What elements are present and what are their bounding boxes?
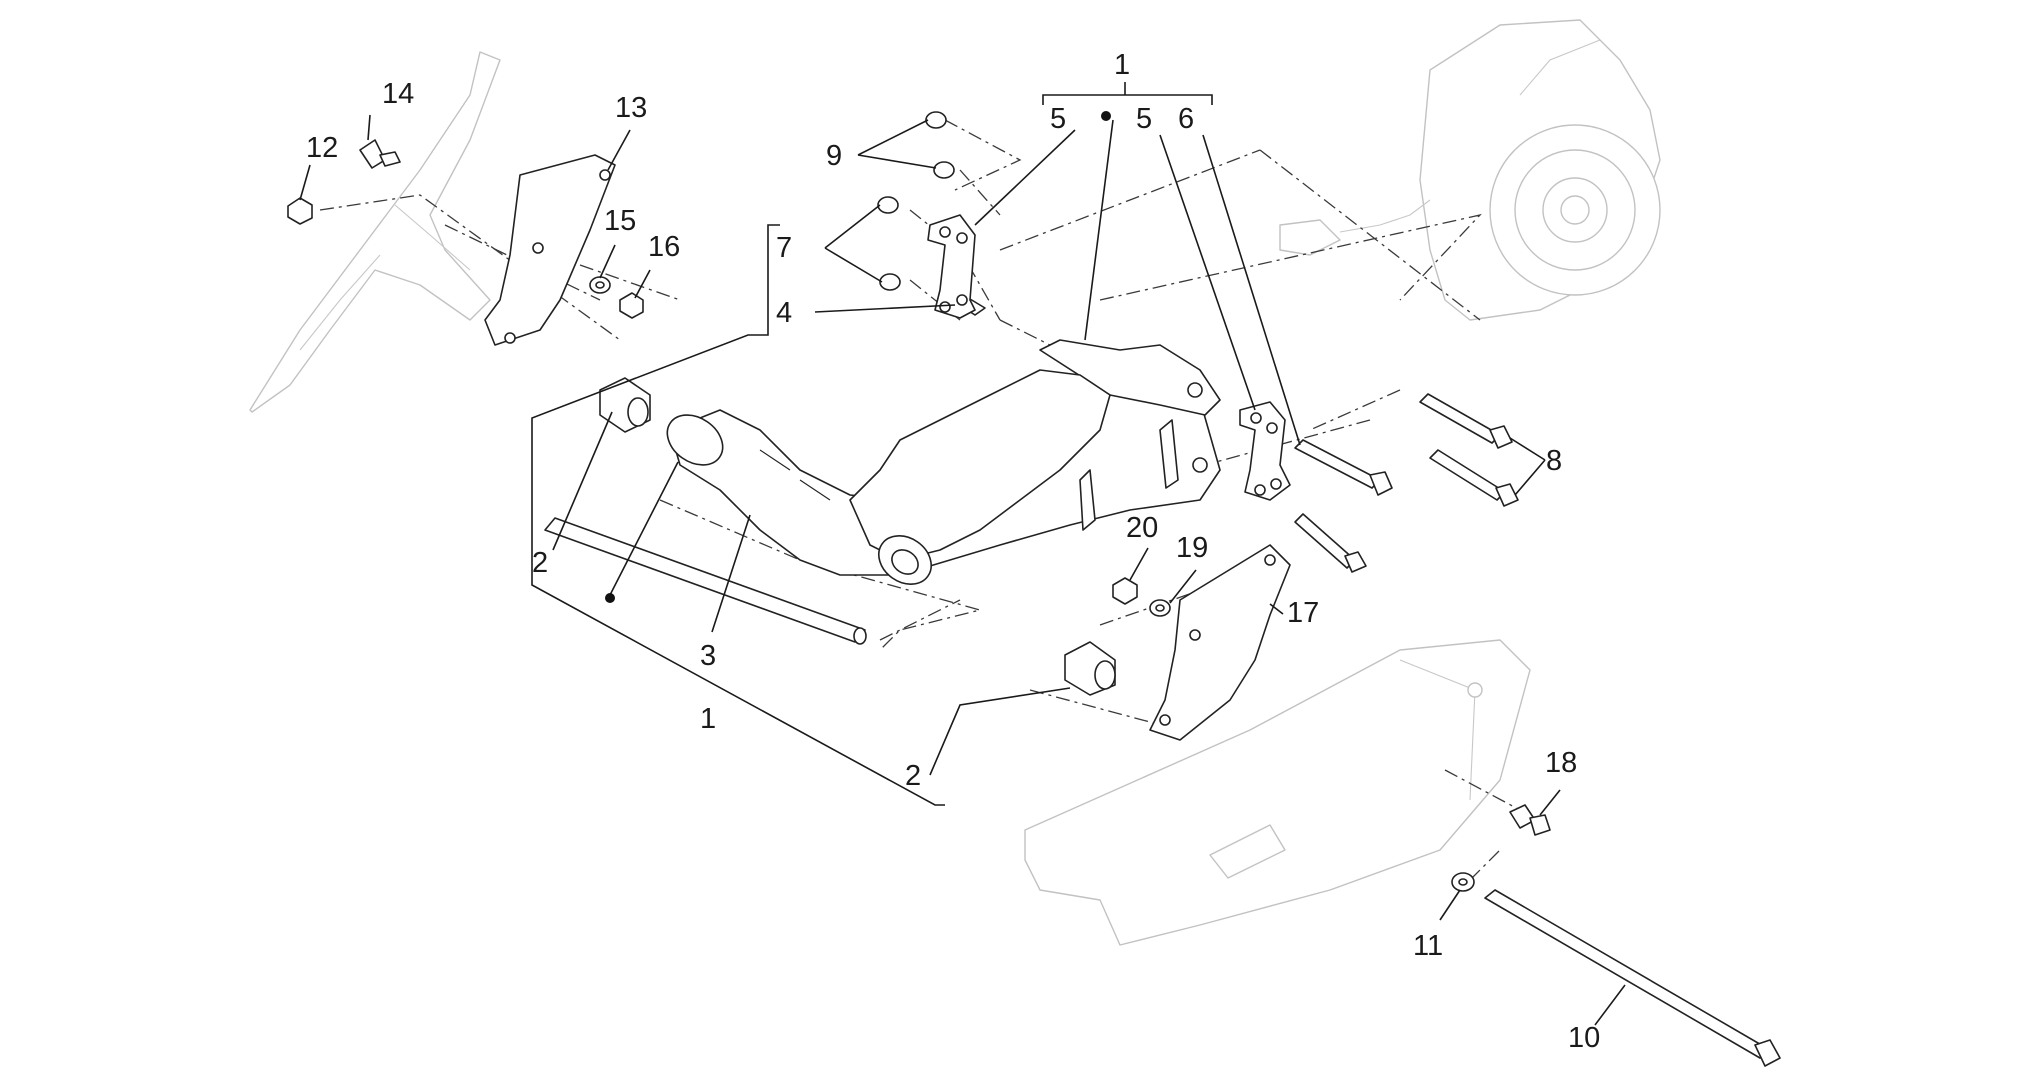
callout-8: 8 bbox=[1546, 445, 1562, 477]
callout-1-top: 1 bbox=[1114, 49, 1130, 81]
nuts-7 bbox=[877, 196, 901, 291]
frame-bracket-left-ghost bbox=[249, 51, 501, 413]
bolts-8 bbox=[1419, 393, 1519, 507]
callout-10: 10 bbox=[1568, 1022, 1600, 1054]
callout-6: 6 bbox=[1178, 103, 1194, 135]
bushing-2-bottom bbox=[1064, 641, 1116, 696]
callout-9: 9 bbox=[826, 140, 842, 172]
callout-5a: 5 bbox=[1050, 103, 1066, 135]
callout-5b: 5 bbox=[1136, 103, 1152, 135]
bolt-10 bbox=[1484, 889, 1781, 1067]
nut-16 bbox=[619, 292, 644, 319]
callout-labels: 1 5 5 6 9 7 4 14 13 12 15 16 8 2 3 1 20 … bbox=[306, 49, 1600, 1054]
bracket-13 bbox=[484, 154, 616, 346]
plate-5-upper bbox=[927, 214, 976, 319]
callout-15: 15 bbox=[604, 205, 636, 237]
callout-19: 19 bbox=[1176, 532, 1208, 564]
callout-3: 3 bbox=[700, 640, 716, 672]
nut-12 bbox=[287, 197, 313, 225]
swingarm bbox=[666, 339, 1221, 585]
callout-1-bottom: 1 bbox=[700, 703, 716, 735]
washer-11 bbox=[1451, 872, 1475, 892]
plate-5-right bbox=[1239, 401, 1291, 501]
callout-7: 7 bbox=[776, 232, 792, 264]
bolt-18 bbox=[1509, 804, 1551, 836]
bolt-14 bbox=[359, 139, 401, 169]
callout-16: 16 bbox=[648, 231, 680, 263]
leader-lines bbox=[299, 82, 1626, 1026]
frame-plate-right-ghost bbox=[1024, 639, 1531, 946]
callout-12: 12 bbox=[306, 132, 338, 164]
callout-2-bottom: 2 bbox=[905, 760, 921, 792]
callout-13: 13 bbox=[615, 92, 647, 124]
washer-15 bbox=[589, 276, 611, 294]
callout-20: 20 bbox=[1126, 512, 1158, 544]
bolt-6-lower bbox=[1294, 513, 1367, 573]
engine-ghost bbox=[1279, 19, 1661, 321]
washer-19 bbox=[1149, 599, 1171, 617]
callout-2-left: 2 bbox=[532, 547, 548, 579]
bushing-2-left bbox=[599, 377, 651, 433]
callout-11: 11 bbox=[1413, 930, 1443, 962]
nuts-9 bbox=[925, 111, 955, 179]
nut-20 bbox=[1112, 577, 1138, 605]
pin-3 bbox=[544, 517, 867, 645]
bolt-6 bbox=[1294, 439, 1393, 496]
callout-4: 4 bbox=[776, 297, 792, 329]
callout-17: 17 bbox=[1287, 597, 1319, 629]
callout-18: 18 bbox=[1545, 747, 1577, 779]
bracket-17 bbox=[1149, 544, 1291, 741]
callout-14: 14 bbox=[382, 78, 414, 110]
